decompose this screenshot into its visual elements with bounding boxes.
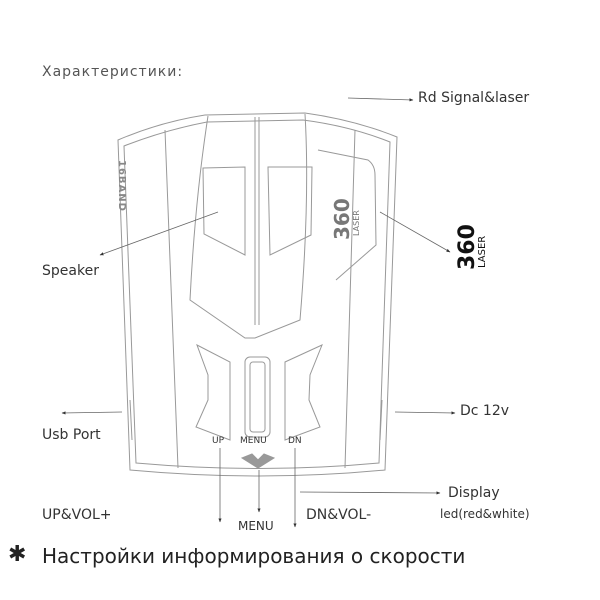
- callout-arrows: [61, 97, 456, 528]
- label-display: Display: [448, 485, 500, 501]
- device-outline: [117, 112, 398, 477]
- label-speaker: Speaker: [42, 263, 99, 279]
- button-menu-label: MENU: [240, 436, 267, 446]
- label-up-vol: UP&VOL+: [42, 507, 112, 523]
- laser-logo-text: LASER: [477, 235, 488, 268]
- band-text: 16BAND: [116, 160, 127, 212]
- label-dc: Dc 12v: [460, 403, 510, 419]
- device-logo-text: LASER: [352, 210, 361, 236]
- label-dn-vol: DN&VOL-: [306, 507, 372, 523]
- heading: Характеристики:: [42, 64, 184, 80]
- label-rd-signal: Rd Signal&laser: [418, 90, 530, 106]
- button-dn-label: DN: [288, 436, 302, 446]
- label-menu: MENU: [238, 519, 274, 533]
- button-up-label: UP: [212, 436, 225, 446]
- label-usb-port: Usb Port: [42, 427, 101, 443]
- footer-text: Настройки информирования о скорости: [42, 544, 466, 568]
- footer-bullet-icon: ✱: [8, 542, 27, 567]
- label-display-sub: led(red&white): [440, 507, 530, 521]
- device-logo-number: 360: [330, 198, 354, 240]
